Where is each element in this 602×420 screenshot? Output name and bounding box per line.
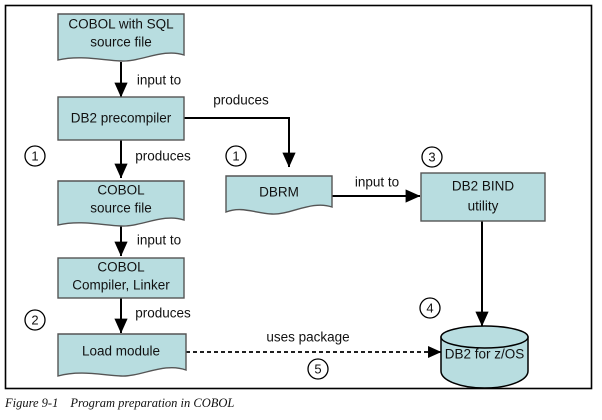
step-badge-4-db2-label: 4 (426, 300, 433, 315)
step-badge-3-bind-label: 3 (428, 149, 435, 164)
node-db2-for-zos-body (440, 336, 529, 389)
step-badge-4-db2: 4 (419, 297, 441, 319)
node-load-module-shape (57, 333, 187, 377)
node-cobol-compiler-linker-line1: COBOL (97, 260, 145, 275)
node-cobol-source-file-line1: COBOL (97, 183, 145, 198)
step-badge-5-package: 5 (307, 358, 329, 380)
node-cobol-compiler-linker[interactable]: COBOL Compiler, Linker (57, 257, 185, 299)
node-dbrm-line1: DBRM (259, 185, 299, 200)
node-db2-precompiler-shape (57, 96, 185, 141)
node-db2-for-zos-line1: DB2 for z/OS (445, 347, 525, 362)
step-badge-5-package-label: 5 (314, 361, 321, 376)
node-db2-bind-utility[interactable]: DB2 BIND utility (420, 172, 546, 222)
edge-label-input-to-bind: input to (355, 175, 399, 190)
edge-label-input-to-precompiler: input to (137, 73, 181, 88)
node-cobol-with-sql[interactable]: COBOL with SQL source file (57, 13, 185, 62)
node-cobol-source-file-line2: source file (90, 201, 152, 216)
node-cobol-with-sql-line1: COBOL with SQL (68, 17, 174, 32)
edge-precompiler-to-dbrm (183, 117, 296, 168)
node-db2-for-zos[interactable]: DB2 for z/OS (440, 325, 529, 389)
figure-caption-title: Program preparation in COBOL (70, 396, 235, 410)
node-db2-precompiler[interactable]: DB2 precompiler (57, 96, 185, 141)
node-db2-bind-utility-shape (420, 172, 546, 222)
edge-label-produces-load-module: produces (135, 306, 191, 321)
node-load-module-line1: Load module (82, 344, 160, 359)
step-badge-1-dbrm-label: 1 (232, 148, 239, 163)
step-badge-2-load-module: 2 (24, 309, 46, 331)
node-dbrm-shape (225, 175, 333, 215)
node-db2-for-zos-top (440, 325, 529, 349)
node-cobol-source-file-shape (57, 180, 185, 227)
node-load-module[interactable]: Load module (57, 333, 187, 377)
node-cobol-compiler-linker-shape (57, 257, 185, 299)
edge-label-uses-package: uses package (266, 330, 349, 345)
node-db2-bind-utility-line2: utility (468, 199, 499, 214)
node-dbrm[interactable]: DBRM (225, 175, 333, 215)
figure-caption-label: Figure 9-1 (5, 396, 59, 410)
step-badge-1-cobol-source-label: 1 (31, 148, 38, 163)
node-cobol-compiler-linker-line2: Compiler, Linker (72, 278, 170, 293)
node-cobol-with-sql-line2: source file (90, 35, 152, 50)
node-cobol-with-sql-shape (57, 13, 185, 62)
step-badge-1-cobol-source: 1 (24, 145, 46, 167)
step-badge-3-bind: 3 (421, 146, 443, 168)
edge-label-produces-dbrm: produces (213, 93, 269, 108)
edge-label-input-to-compiler: input to (137, 233, 181, 248)
edge-label-produces-cobol-source: produces (135, 149, 191, 164)
figure-caption: Figure 9-1 Program preparation in COBOL (5, 396, 234, 411)
node-cobol-source-file[interactable]: COBOL source file (57, 180, 185, 227)
step-badge-1-dbrm: 1 (225, 145, 247, 167)
node-db2-bind-utility-line1: DB2 BIND (452, 179, 515, 194)
node-db2-precompiler-line1: DB2 precompiler (71, 111, 172, 126)
step-badge-2-load-module-label: 2 (31, 312, 38, 327)
